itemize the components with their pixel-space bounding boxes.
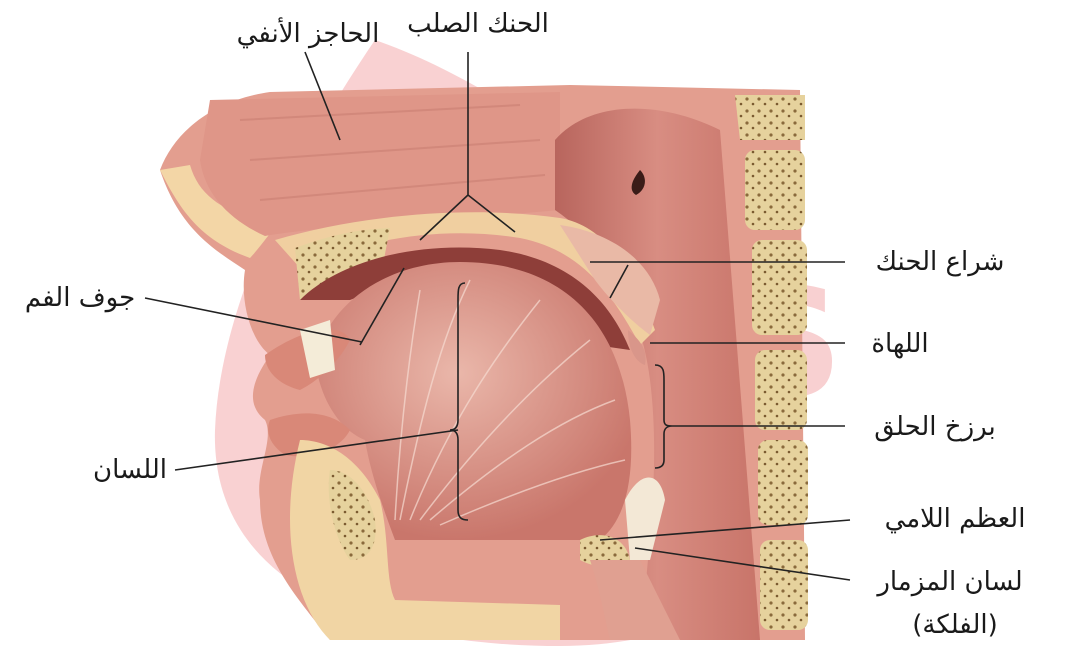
label-uvula: اللهاة	[871, 329, 928, 359]
label-epiglottis-alt: (الفلكة)	[912, 610, 998, 640]
label-oral-cavity: جوف الفم	[25, 283, 135, 313]
label-isthmus-of-fauces: برزخ الحلق	[874, 412, 995, 442]
label-tongue: اللسان	[93, 455, 167, 485]
label-hard-palate: الحنك الصلب	[407, 9, 549, 39]
label-soft-palate: شراع الحنك	[876, 247, 1005, 277]
label-nasal-septum: الحاجز الأنفي	[237, 16, 380, 49]
label-hyoid-bone: العظم اللامي	[885, 504, 1026, 534]
label-epiglottis: لسان المزمار	[875, 567, 1022, 597]
